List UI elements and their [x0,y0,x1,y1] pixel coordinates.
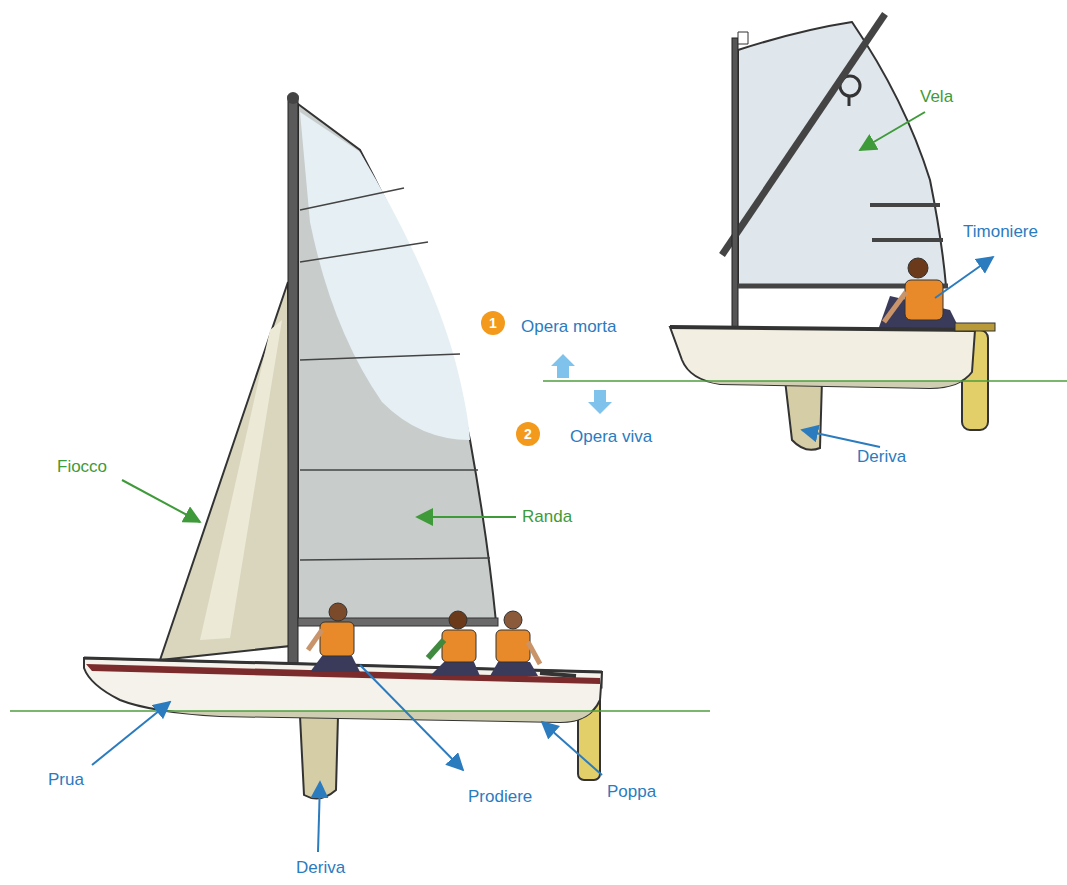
part-label: Deriva [296,857,345,879]
flag [738,32,748,44]
part-label: Prodiere [468,786,532,808]
gunwale [670,327,975,330]
helmsman-arm [884,292,906,322]
crew-head [329,603,347,621]
sail-highlight [300,112,470,440]
jib-highlight [200,320,282,640]
life-vest [320,622,354,656]
crew-legs [490,662,538,676]
crew-member [308,603,360,672]
mast-top [287,92,299,104]
callout-text: 2 [524,426,532,442]
helmsman [878,258,960,330]
part-label: Vela [920,86,953,108]
crew-arm [528,642,540,664]
part-label: Randa [522,506,572,528]
crew-member [490,611,540,676]
waterline [10,710,710,712]
mast [288,96,298,672]
tiller [955,323,995,331]
crew-legs [430,662,480,676]
life-vest [442,630,476,662]
leader-line [542,722,602,775]
mainsail [298,104,496,622]
sail-battens [300,188,490,560]
leader-line [318,782,320,852]
zone-label: Opera viva [570,426,652,448]
zone-label: Opera morta [521,316,616,338]
hull-underwater [670,381,975,388]
life-vest [905,280,943,320]
waterline [543,380,1067,382]
leader-line [122,480,200,522]
leader-line [417,516,516,518]
crew-head [504,611,522,629]
hull-underwater [84,711,602,722]
leader-line [92,702,170,765]
leader-line [802,430,880,447]
sprit [722,14,885,255]
mast [732,38,738,330]
part-label: Deriva [857,446,906,468]
leader-line [935,257,993,298]
part-label: Poppa [607,781,656,803]
jib-sail [160,282,290,660]
leader-line [860,112,925,150]
crew-arm [428,640,444,658]
centerboard [785,380,822,450]
part-label: Fiocco [57,456,107,478]
crew-legs [310,656,360,672]
life-vest [496,630,530,662]
tiller [540,673,576,676]
crew-arm [308,630,322,650]
part-label: Timoniere [963,221,1038,243]
leader-line [360,665,463,770]
optimist-hull [670,327,975,388]
sail-battens [870,205,943,240]
crew-member [428,611,480,676]
helmsman-head [908,258,928,278]
callout-text: 1 [489,315,497,331]
crew-head [449,611,467,629]
up-arrow [551,354,575,378]
optimist-sail [738,22,946,286]
class-logo [848,96,851,106]
down-arrow [588,390,612,414]
part-label: Prua [48,769,84,791]
callout-number: 2 [516,422,540,446]
callout-number: 1 [481,311,505,335]
